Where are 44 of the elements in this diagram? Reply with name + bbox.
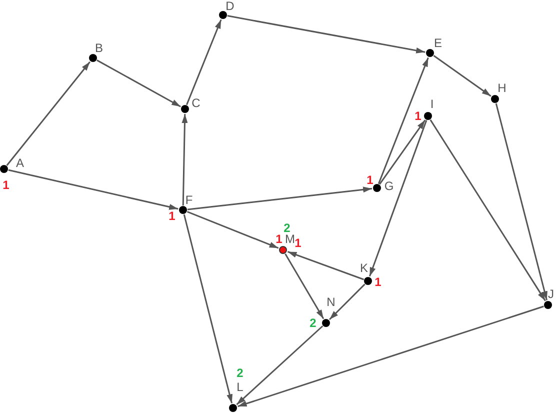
arrow (284, 254, 324, 320)
vertex-label: D (226, 0, 234, 12)
arrow (186, 211, 279, 249)
vertex-label: J (548, 288, 554, 300)
vertex-label: M (285, 233, 295, 245)
arrow (96, 60, 181, 108)
number-label: 1 (374, 276, 382, 288)
number-label: 1 (294, 237, 302, 249)
arrow (378, 57, 429, 184)
arrow (183, 214, 233, 404)
number-label: 1 (414, 110, 422, 122)
arrow (236, 325, 324, 406)
number-label: 2 (310, 317, 316, 329)
vertex-label: H (498, 82, 506, 94)
arrow (227, 15, 426, 54)
number-label: 2 (236, 367, 244, 379)
vertex-label: E (434, 37, 442, 49)
arrow (495, 103, 548, 300)
arrow (186, 19, 222, 106)
vertex-label: K (360, 262, 368, 274)
vertex-label: F (185, 194, 193, 206)
vertex-label: I (430, 98, 434, 110)
arrow (182, 114, 188, 206)
vertex-label: C (192, 97, 200, 109)
vertex-label: B (95, 42, 103, 54)
arrow (287, 251, 364, 280)
arrow (238, 306, 544, 408)
vertex-label: N (326, 296, 336, 308)
arrow (328, 284, 366, 320)
arrow (6, 61, 90, 166)
number-label: 1 (276, 233, 282, 245)
arrow (369, 120, 428, 277)
vertex-label: G (384, 180, 394, 192)
arrow (8, 169, 178, 210)
arrow (378, 120, 426, 185)
arrow (430, 119, 546, 302)
number-label: 2 (284, 222, 290, 234)
number-label: 1 (366, 174, 374, 186)
vertex-label: A (16, 157, 24, 169)
arrow (433, 54, 492, 97)
number-label: 1 (168, 210, 176, 222)
vertex-label: L (236, 381, 244, 393)
arrow (187, 186, 372, 210)
number-label: 1 (2, 179, 10, 191)
